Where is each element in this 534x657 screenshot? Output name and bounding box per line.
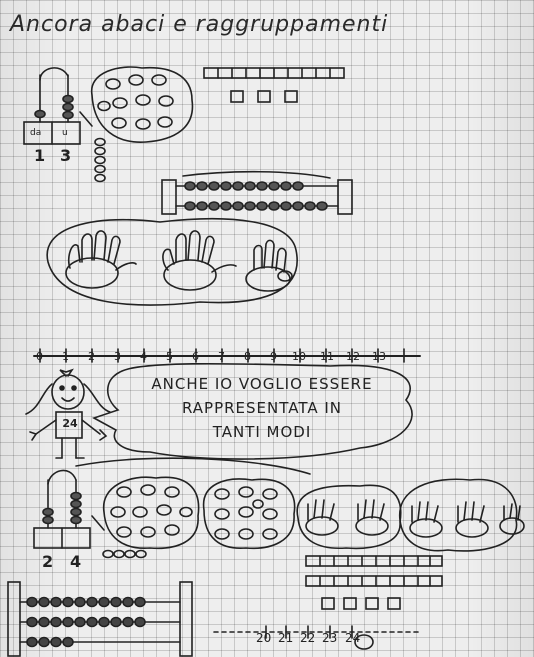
tick-bottom-24: 24 [345, 631, 360, 645]
hands-group-bottom [297, 479, 524, 551]
speech-line-3: TANTI MODI [112, 420, 412, 444]
speech-bubble-text: ANCHE IO VOGLIO ESSERE RAPPRESENTATA IN … [112, 372, 412, 444]
tick-7: 7 [218, 350, 225, 363]
tick-bottom-20: 20 [256, 631, 271, 645]
abacus-top-digit-u: 3 [60, 146, 71, 165]
abacus-top-label-u: u [62, 128, 68, 138]
tick-9: 9 [270, 350, 277, 363]
tick-13: 13 [372, 350, 386, 363]
ten-strip-top [204, 68, 344, 102]
tick-5: 5 [166, 350, 173, 363]
speech-line-1: ANCHE IO VOGLIO ESSERE [112, 372, 412, 396]
tick-bottom-22: 22 [300, 631, 315, 645]
girl-number: 24 [59, 417, 81, 430]
tick-10: 10 [292, 350, 306, 363]
tick-1: 1 [62, 350, 69, 363]
tick-0: 0 [36, 350, 43, 363]
tick-6: 6 [192, 350, 199, 363]
ten-strips-bottom [306, 556, 442, 609]
tick-4: 4 [140, 350, 147, 363]
tick-8: 8 [244, 350, 251, 363]
tick-bottom-23: 23 [322, 631, 337, 645]
abacus-bottom-digit-u: 4 [70, 552, 81, 571]
speech-line-2: RAPPRESENTATA IN [112, 396, 412, 420]
tick-bottom-21: 21 [278, 631, 293, 645]
tick-2: 2 [88, 350, 95, 363]
tick-11: 11 [320, 350, 334, 363]
dots-group-ten-bottom-2 [204, 479, 295, 548]
abacus-bottom [34, 458, 310, 557]
hands-group [47, 219, 297, 305]
abacus-bottom-digit-da: 2 [42, 552, 53, 571]
girl-drawing [26, 370, 110, 458]
dots-group-ten-bottom [104, 477, 199, 548]
dots-group-ten-top [92, 67, 193, 142]
loose-beads-top [95, 139, 105, 182]
number-line-bottom [214, 626, 420, 649]
abacus-top-label-da: da [30, 128, 41, 138]
tick-3: 3 [114, 350, 121, 363]
abacus-top-digit-da: 1 [34, 146, 45, 165]
tick-12: 12 [346, 350, 360, 363]
